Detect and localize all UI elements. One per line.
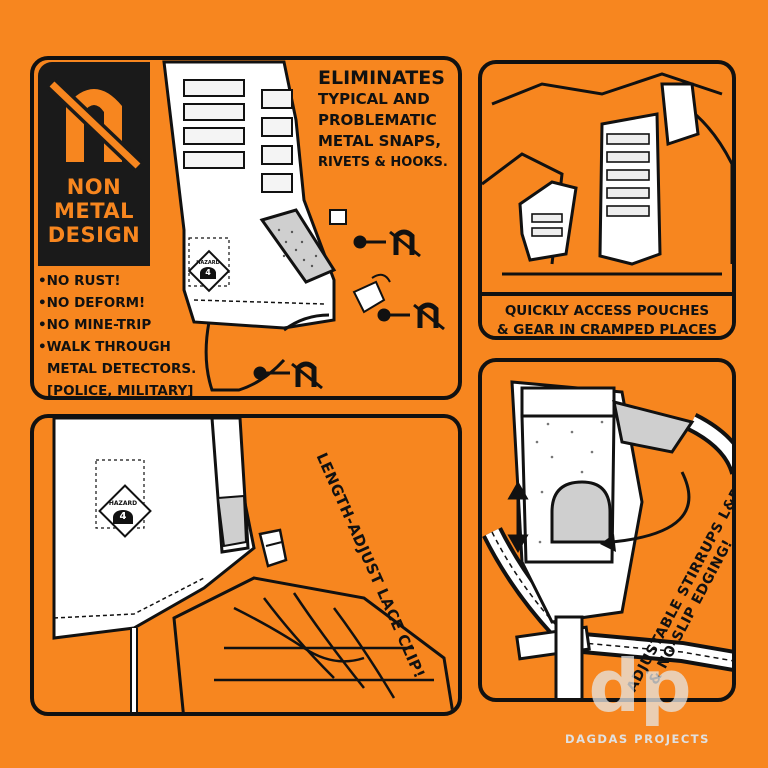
logo-word-non: NON: [66, 175, 122, 199]
logo-word-design: DESIGN: [47, 223, 141, 247]
hazard-badge-label: HAZARD: [196, 260, 220, 266]
seated-legs-illustration: [482, 72, 732, 276]
dagdas-watermark-text: DAGDAS PROJECTS: [565, 732, 710, 746]
headline-eliminates: ELIMINATES TYPICAL AND PROBLEMATIC METAL…: [318, 67, 448, 171]
lace-clip-illustration: [52, 418, 455, 712]
logo-word-metal: METAL: [53, 199, 135, 223]
hazard-badge-number: 4: [113, 510, 133, 524]
bullet-no-mine-trip: •NO MINE-TRIP: [38, 317, 152, 333]
hazard-badge-label: HAZARD: [108, 500, 138, 507]
hazard-badge-number: 4: [200, 267, 216, 279]
panel-stirrups: ADJUSTABLE STIRRUPS L&R & NO-SLIP EDGING…: [478, 358, 736, 702]
bullet-police-military: [POLICE, MILITARY]: [47, 383, 194, 399]
quick-access-caption-line2: & GEAR IN CRAMPED PLACES: [496, 322, 718, 338]
non-metal-icon: [291, 229, 445, 390]
panel-lace-clip: HAZARD 4 LENGTH-ADJUST LACE CLIP!: [30, 414, 462, 716]
crossed-n-icon: [47, 78, 143, 172]
quick-access-caption-box: QUICKLY ACCESS POUCHES & GEAR IN CRAMPED…: [482, 292, 732, 338]
bullet-no-deform: •NO DEFORM!: [38, 295, 146, 311]
panel-non-metal-design: HAZARD 4: [30, 56, 462, 400]
bullet-no-rust: •NO RUST!: [38, 273, 121, 289]
non-metal-logo: NON METAL DESIGN: [38, 62, 150, 266]
quick-access-caption-line1: QUICKLY ACCESS POUCHES: [504, 303, 710, 319]
feature-bullet-list: •NO RUST! •NO DEFORM! •NO MINE-TRIP •WAL…: [38, 270, 196, 402]
dagdas-watermark-logo: dp: [588, 644, 692, 728]
stirrup-illustration: [482, 380, 732, 698]
bullet-walk-through: •WALK THROUGH: [38, 339, 171, 355]
bullet-metal-detectors: METAL DETECTORS.: [47, 361, 197, 377]
panel-quick-access: QUICKLY ACCESS POUCHES & GEAR IN CRAMPED…: [478, 60, 736, 340]
